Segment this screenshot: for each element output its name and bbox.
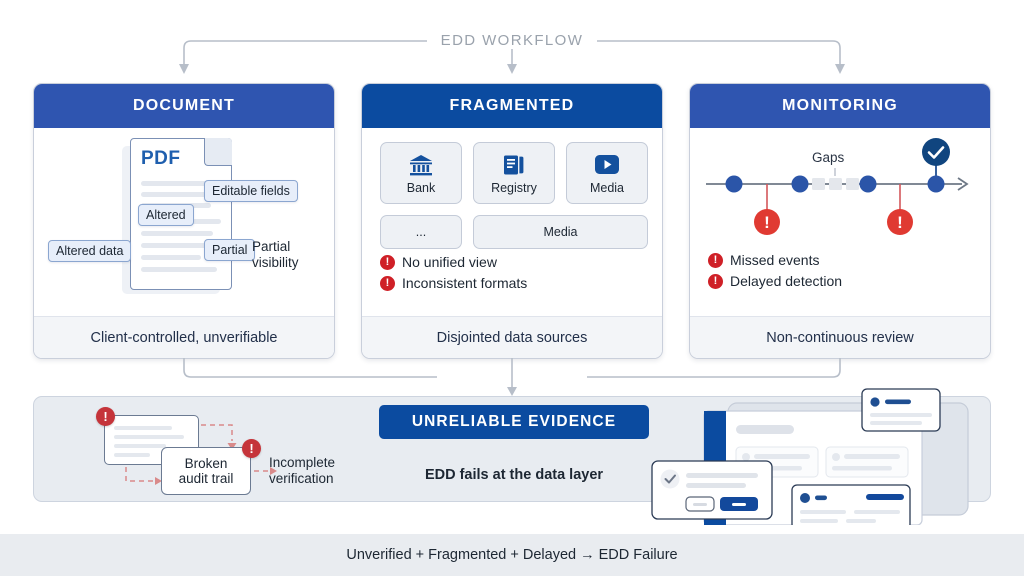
ellipsis-icon: ... <box>415 225 427 239</box>
tile-more[interactable]: ... <box>380 215 462 249</box>
alert-icon: ! <box>380 275 395 291</box>
audit-arrows <box>125 424 277 485</box>
tile-row-top: Bank <box>380 142 648 204</box>
issue-item: ! No unified view <box>380 254 527 270</box>
card-document-body: PDF Editable fields <box>34 128 334 316</box>
summary-footer: Unverified + Fragmented + Delayed → EDD … <box>0 534 1024 576</box>
registry-icon <box>502 152 526 178</box>
mini-doc-line <box>114 426 172 430</box>
mini-document <box>104 415 199 465</box>
broken-audit-cluster: ! Broken audit trail ! Incomplete verifi… <box>64 403 374 503</box>
mini-doc-line <box>114 444 166 448</box>
alert-icon: ! <box>708 252 723 268</box>
tag-altered[interactable]: Altered <box>138 204 194 226</box>
dashboard-artwork <box>644 385 992 525</box>
card-monitoring-footer: Non-continuous review <box>690 316 990 358</box>
dashboard-svg <box>651 388 969 525</box>
issue-item: ! Inconsistent formats <box>380 275 527 291</box>
tile-media-label: Media <box>589 180 625 195</box>
tag-altered-data[interactable]: Altered data <box>48 240 132 262</box>
card-document[interactable]: DOCUMENT PDF <box>33 83 335 359</box>
card-fragmented-body: Bank <box>362 128 662 316</box>
note-partial-visibility: Partial visibility <box>252 239 299 270</box>
unreliable-evidence-panel: UNRELIABLE EVIDENCE EDD fails at the dat… <box>33 388 991 525</box>
alert-badge-icon: ! <box>96 407 115 426</box>
svg-text:!: ! <box>897 213 903 232</box>
card-fragmented[interactable]: FRAGMENTED <box>361 83 663 359</box>
incomplete-verification-label: Incomplete verification <box>269 455 336 486</box>
tile-bank-label: Bank <box>406 180 436 195</box>
alert-icon: ! <box>708 273 723 289</box>
pdf-text-line <box>141 255 201 260</box>
alert-badge-icon: ! <box>242 439 261 458</box>
unreliable-evidence-subtitle: EDD fails at the data layer <box>424 467 604 483</box>
tile-registry-label: Registry <box>491 180 537 195</box>
card-document-header: DOCUMENT <box>34 84 334 128</box>
pdf-text-line <box>141 231 213 236</box>
data-source-tiles: Bank <box>380 142 648 249</box>
monitoring-issues: ! Missed events ! Delayed detection <box>708 252 842 294</box>
timeline-illustration: Gaps <box>690 128 990 316</box>
pdf-document: PDF <box>130 138 232 290</box>
pdf-file-label: PDF <box>141 148 181 169</box>
card-fragmented-header: FRAGMENTED <box>362 84 662 128</box>
card-document-footer: Client-controlled, unverifiable <box>34 316 334 358</box>
bank-icon <box>408 152 434 178</box>
pdf-illustration: PDF Editable fields <box>34 128 334 316</box>
pdf-text-line <box>141 181 219 186</box>
summary-footer-text: Unverified + Fragmented + Delayed → EDD … <box>346 547 678 563</box>
pdf-text-line <box>141 267 217 272</box>
alert-icon: ! <box>380 254 395 270</box>
card-monitoring[interactable]: MONITORING Gaps <box>689 83 991 359</box>
tile-row-bottom: ... Media <box>380 215 648 249</box>
media-play-icon <box>594 152 620 178</box>
issue-item: ! Delayed detection <box>708 273 842 289</box>
timeline-gap-label: Gaps <box>812 150 845 165</box>
tag-partial[interactable]: Partial <box>204 239 256 261</box>
tile-bank[interactable]: Bank <box>380 142 462 204</box>
tile-media-wide-label: Media <box>543 225 578 239</box>
broken-audit-trail-box[interactable]: Broken audit trail <box>161 447 251 495</box>
fragmented-issues: ! No unified view ! Inconsistent formats <box>380 254 527 296</box>
tile-media-wide[interactable]: Media <box>473 215 648 249</box>
unreliable-evidence-banner: UNRELIABLE EVIDENCE <box>379 405 649 439</box>
timeline-svg: ! ! <box>706 138 969 235</box>
tile-registry[interactable]: Registry <box>473 142 555 204</box>
workflow-connectors <box>179 40 845 74</box>
mini-doc-line <box>114 453 150 457</box>
card-fragmented-footer: Disjointed data sources <box>362 316 662 358</box>
pdf-text-line <box>141 192 219 197</box>
svg-text:!: ! <box>764 213 770 232</box>
card-monitoring-body: Gaps <box>690 128 990 316</box>
issue-item: ! Missed events <box>708 252 842 268</box>
tile-media[interactable]: Media <box>566 142 648 204</box>
mini-doc-line <box>114 435 184 439</box>
capability-cards: DOCUMENT PDF <box>33 83 991 359</box>
tag-editable-fields[interactable]: Editable fields <box>204 180 298 202</box>
mid-connectors <box>183 358 841 396</box>
workflow-title: EDD WORKFLOW <box>0 32 1024 49</box>
pdf-text-line <box>141 243 221 248</box>
card-monitoring-header: MONITORING <box>690 84 990 128</box>
pdf-fold-corner <box>204 138 232 166</box>
